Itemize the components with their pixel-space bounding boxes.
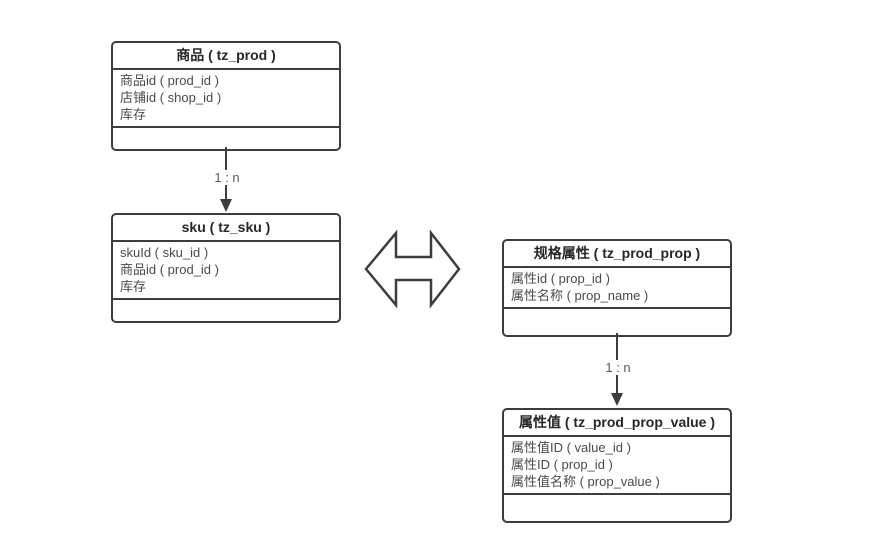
cardinality-label-prop-propvalue: 1 : n: [601, 360, 635, 375]
entity-fields-prod: 商品id ( prod_id ) 店铺id ( shop_id ) 库存: [113, 70, 339, 128]
entity-fields-prop: 属性id ( prop_id ) 属性名称 ( prop_name ): [504, 268, 730, 309]
entity-field: 商品id ( prod_id ): [120, 262, 219, 277]
entity-field: 库存: [120, 279, 147, 294]
entity-table-prop: 规格属性 ( tz_prod_prop ) 属性id ( prop_id ) 属…: [502, 239, 732, 337]
entity-fields-sku: skuId ( sku_id ) 商品id ( prod_id ) 库存: [113, 242, 339, 300]
down-arrowhead-icon: [220, 199, 232, 212]
entity-table-prod: 商品 ( tz_prod ) 商品id ( prod_id ) 店铺id ( s…: [111, 41, 341, 151]
entity-empty-section: [504, 309, 730, 335]
entity-field: 属性ID ( prop_id ): [511, 457, 613, 472]
entity-field: 库存: [120, 107, 147, 122]
entity-title-prod: 商品 ( tz_prod ): [113, 43, 339, 70]
entity-fields-prop-value: 属性值ID ( value_id ) 属性ID ( prop_id ) 属性值名…: [504, 437, 730, 495]
entity-field: skuId ( sku_id ): [120, 245, 209, 260]
entity-table-prop-value: 属性值 ( tz_prod_prop_value ) 属性值ID ( value…: [502, 408, 732, 523]
entity-title-prop-value: 属性值 ( tz_prod_prop_value ): [504, 410, 730, 437]
entity-field: 属性值ID ( value_id ): [511, 440, 631, 455]
entity-empty-section: [113, 128, 339, 149]
entity-field: 属性值名称 ( prop_value ): [511, 474, 660, 489]
cardinality-label-prod-sku: 1 : n: [210, 170, 244, 185]
entity-table-sku: sku ( tz_sku ) skuId ( sku_id ) 商品id ( p…: [111, 213, 341, 323]
entity-title-prop: 规格属性 ( tz_prod_prop ): [504, 241, 730, 268]
double-horizontal-arrow-icon: [364, 229, 461, 309]
entity-field: 属性id ( prop_id ): [511, 271, 610, 286]
entity-empty-section: [504, 495, 730, 521]
entity-field: 商品id ( prod_id ): [120, 73, 219, 88]
entity-empty-section: [113, 300, 339, 321]
down-arrowhead-icon: [611, 393, 623, 406]
entity-field: 店铺id ( shop_id ): [120, 90, 222, 105]
entity-field: 属性名称 ( prop_name ): [511, 288, 649, 303]
entity-title-sku: sku ( tz_sku ): [113, 215, 339, 242]
